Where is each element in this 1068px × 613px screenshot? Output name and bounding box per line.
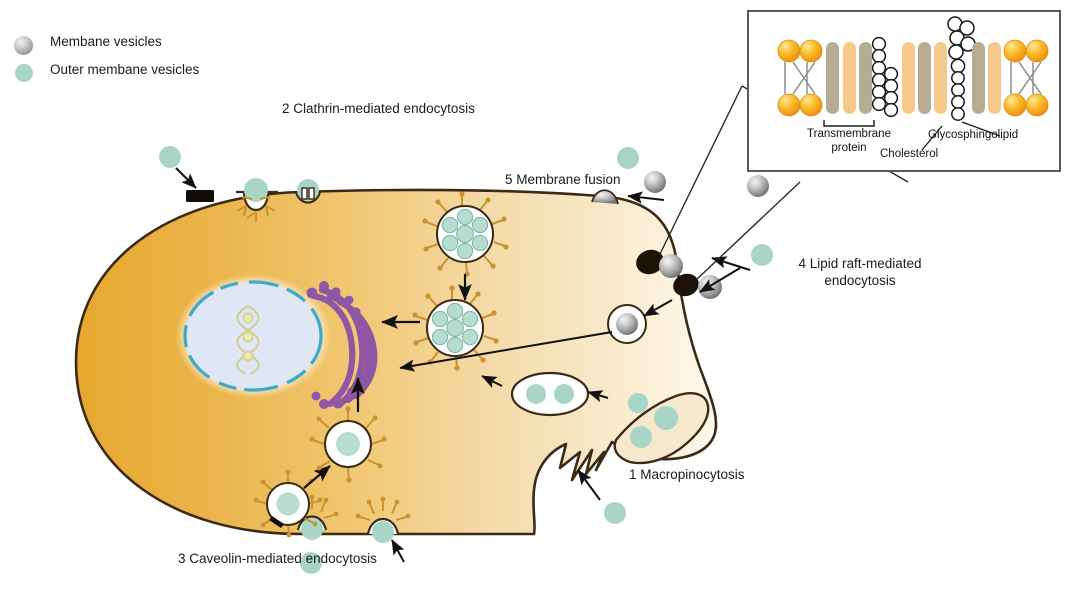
phospholipid-right <box>1003 39 1049 117</box>
omv-macropinocytosis <box>604 502 626 524</box>
outer-membrane-vesicle-swatch <box>15 64 33 82</box>
arrow-into-macropinosome <box>587 390 609 403</box>
cholesterol-leader <box>921 125 943 151</box>
mv-fusion-incoming <box>644 171 666 193</box>
legend-label-membrane-vesicles: Membane vesicles <box>50 34 162 49</box>
glycosphingolipid-leader <box>961 121 1001 137</box>
clathrin-patch <box>186 190 214 202</box>
legend-item-outer-membrane-vesicles: Outer membane vesicles <box>14 62 200 82</box>
lipid-raft-label-line1: 4 Lipid raft-mediated <box>798 256 922 271</box>
pathway-label-caveolin-mediated-endocytosis: 3 Caveolin-mediated endocytosis <box>178 551 377 566</box>
pathway-label-macropinocytosis: 1 Macropinocytosis <box>629 467 745 482</box>
lipid-columns-middle <box>902 42 947 114</box>
membrane-fusion-site <box>591 189 619 205</box>
omv-entering-ruffle <box>628 393 648 413</box>
protein-bracket <box>823 120 875 127</box>
transmembrane-protein-line2: protein <box>831 141 867 154</box>
legend-item-membrane-vesicles: Membane vesicles <box>14 34 162 55</box>
pathway-label-lipid-raft-mediated-endocytosis: 4 Lipid raft-mediated endocytosis <box>770 256 950 290</box>
dna-helix <box>236 305 260 375</box>
legend-label-outer-membrane-vesicles: Outer membane vesicles <box>50 62 200 77</box>
caveolin-vesicle-budding <box>253 469 323 538</box>
inset-label-glycosphingolipid: Glycosphingolipid <box>928 129 1019 141</box>
transmembrane-protein-line1: Transmembrane <box>807 128 891 140</box>
incoming-omv-clathrin <box>159 146 181 168</box>
nucleus <box>175 274 331 398</box>
raft-derived-endosome <box>607 304 647 344</box>
mv-right-1 <box>747 175 769 197</box>
arrow-to-raft-endosome <box>643 299 673 317</box>
membrane-inset <box>747 10 1061 172</box>
vesicle-in-pseudopod-1 <box>654 406 678 430</box>
phospholipid-left <box>777 39 823 117</box>
pseudopod-lobe <box>613 392 710 465</box>
clathrin-coat-spikes <box>236 196 276 222</box>
membrane-vesicle-swatch <box>14 36 33 55</box>
arrow-membrane-fusion <box>627 191 665 204</box>
cell-body <box>74 188 718 536</box>
caveolin-pit-2 <box>355 496 411 543</box>
lipid-raft-patch-1 <box>636 249 664 275</box>
nuclear-envelope <box>183 280 323 392</box>
clathrin-coated-pit-1 <box>236 178 278 222</box>
vesicle-in-pseudopod-2 <box>630 426 652 448</box>
arrow-raft-in-1 <box>711 256 751 271</box>
omv-below-membrane-1 <box>300 552 322 574</box>
macropinosome <box>510 371 590 417</box>
lipid-columns-right <box>972 42 1001 114</box>
arrow-caveolin-up <box>303 465 331 489</box>
mv-at-raft-1 <box>659 254 683 278</box>
pathway-label-clathrin-mediated-endocytosis: 2 Clathrin-mediated endocytosis <box>282 101 475 116</box>
clathrin-coated-pit-2 <box>294 179 322 204</box>
clathrin-coated-vesicle-2 <box>412 285 499 371</box>
cholesterol-chain-left <box>871 36 899 118</box>
transmembrane-protein <box>826 42 872 114</box>
lipid-raft-label-line2: endocytosis <box>824 272 896 288</box>
plasma-membrane <box>74 188 718 536</box>
caveolin-vesicle-internal <box>309 406 387 483</box>
arrow-caveolin-label <box>391 539 405 563</box>
arrow-raft-in-2 <box>699 267 741 293</box>
inset-label-cholesterol: Cholesterol <box>880 148 939 160</box>
inset-label-transmembrane-protein: Transmembrane protein <box>790 128 908 156</box>
omv-right-1 <box>751 244 773 266</box>
arrow-to-clathrin-patch <box>175 167 197 189</box>
omv-top-right <box>617 147 639 169</box>
clathrin-coated-vesicle-1 <box>422 191 509 277</box>
lipid-raft-patches <box>636 249 699 297</box>
pathway-label-membrane-fusion: 5 Membrane fusion <box>505 172 621 187</box>
arrow-raft-endosome-inward <box>399 331 613 372</box>
arrow-macropinosome-inward <box>481 375 503 388</box>
lipid-raft-patch-2 <box>673 273 699 297</box>
arrow-macropinocytosis-label <box>577 469 601 501</box>
